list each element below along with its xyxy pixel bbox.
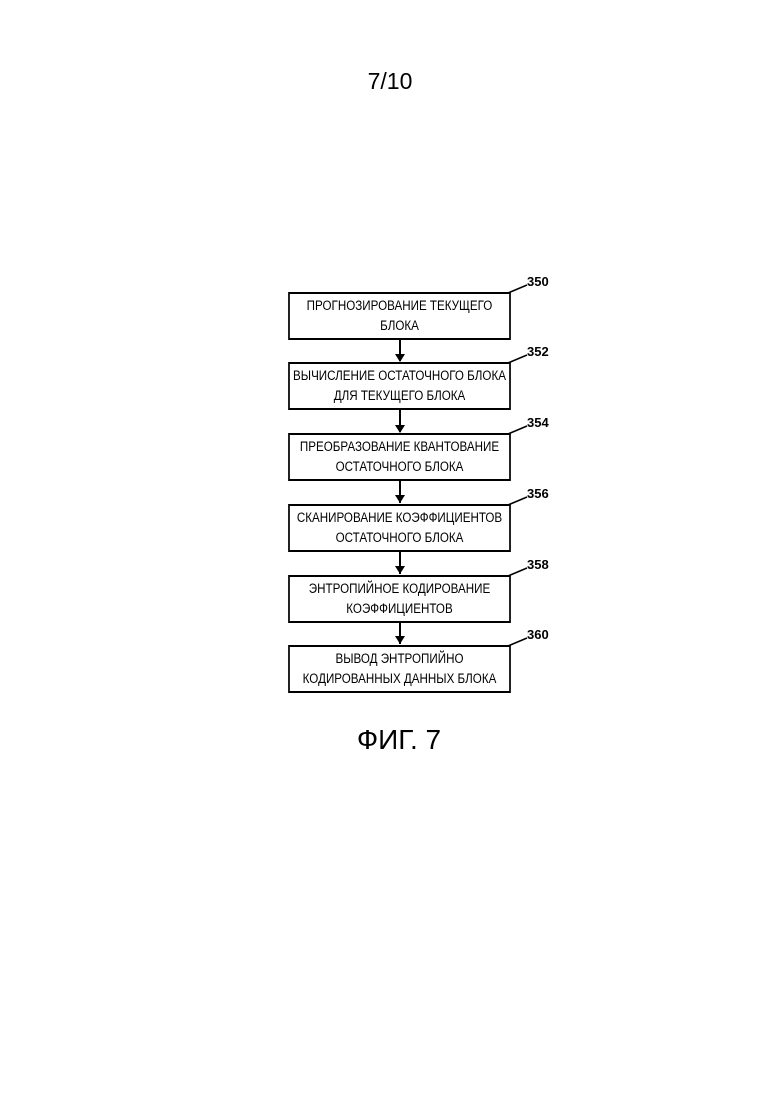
step-ref-356: 356 (527, 486, 549, 501)
step-ref-350: 350 (527, 274, 549, 289)
step-text: ПРЕОБРАЗОВАНИЕ КВАНТОВАНИЕ ОСТАТОЧНОГО Б… (290, 437, 509, 477)
step-text: ПРОГНОЗИРОВАНИЕ ТЕКУЩЕГО БЛОКА (290, 296, 509, 336)
step-ref-360: 360 (527, 627, 549, 642)
step-box-352: ВЫЧИСЛЕНИЕ ОСТАТОЧНОГО БЛОКА ДЛЯ ТЕКУЩЕГ… (288, 362, 511, 410)
step-text: ЭНТРОПИЙНОЕ КОДИРОВАНИЕ КОЭФФИЦИЕНТОВ (290, 579, 509, 619)
step-box-350: ПРОГНОЗИРОВАНИЕ ТЕКУЩЕГО БЛОКА (288, 292, 511, 340)
step-box-354: ПРЕОБРАЗОВАНИЕ КВАНТОВАНИЕ ОСТАТОЧНОГО Б… (288, 433, 511, 481)
figure-caption: ФИГ. 7 (0, 724, 780, 756)
step-box-360: ВЫВОД ЭНТРОПИЙНО КОДИРОВАННЫХ ДАННЫХ БЛО… (288, 645, 511, 693)
step-text: ВЫВОД ЭНТРОПИЙНО КОДИРОВАННЫХ ДАННЫХ БЛО… (290, 649, 509, 689)
step-ref-358: 358 (527, 557, 549, 572)
step-text: СКАНИРОВАНИЕ КОЭФФИЦИЕНТОВ ОСТАТОЧНОГО Б… (290, 508, 509, 548)
step-ref-354: 354 (527, 415, 549, 430)
step-ref-352: 352 (527, 344, 549, 359)
step-box-356: СКАНИРОВАНИЕ КОЭФФИЦИЕНТОВ ОСТАТОЧНОГО Б… (288, 504, 511, 552)
step-text: ВЫЧИСЛЕНИЕ ОСТАТОЧНОГО БЛОКА ДЛЯ ТЕКУЩЕГ… (290, 366, 509, 406)
step-box-358: ЭНТРОПИЙНОЕ КОДИРОВАНИЕ КОЭФФИЦИЕНТОВ (288, 575, 511, 623)
